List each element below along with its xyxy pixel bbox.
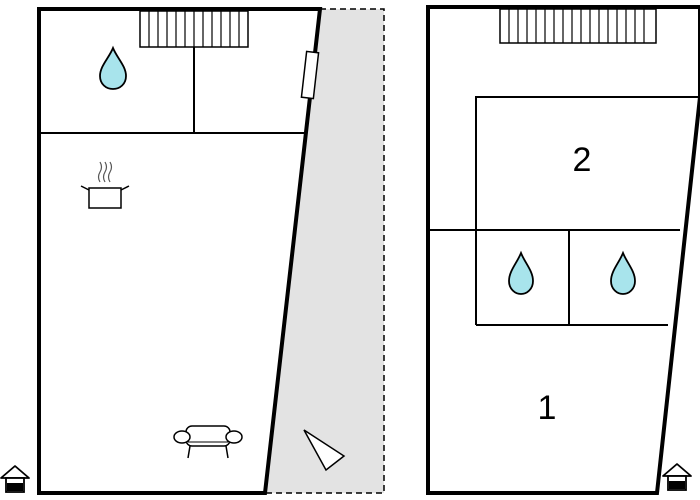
stairs-icon [499,8,657,44]
water-drop-icon [508,250,534,295]
water-drop-icon [99,45,127,90]
bedroom-2-walls [475,96,700,231]
upper-floor-plan: 2 1 [426,5,700,495]
water-drop-icon [610,250,636,295]
terrace-area [265,9,384,493]
direction-arrow-icon [303,429,346,472]
entrance-house-icon [0,465,30,493]
upper-floor-outer-wall [426,5,700,495]
cooking-pot-icon [80,161,130,209]
stairs-icon [139,10,249,48]
entrance-house-icon [662,463,692,491]
room-label-2: 2 [573,141,592,179]
ground-floor-plan [0,7,385,495]
terrace-dashed-outline [265,8,385,494]
sofa-icon [173,425,243,459]
ground-floor-outer-wall [37,7,323,495]
window-icon [300,50,320,100]
room-label-1: 1 [538,389,557,427]
